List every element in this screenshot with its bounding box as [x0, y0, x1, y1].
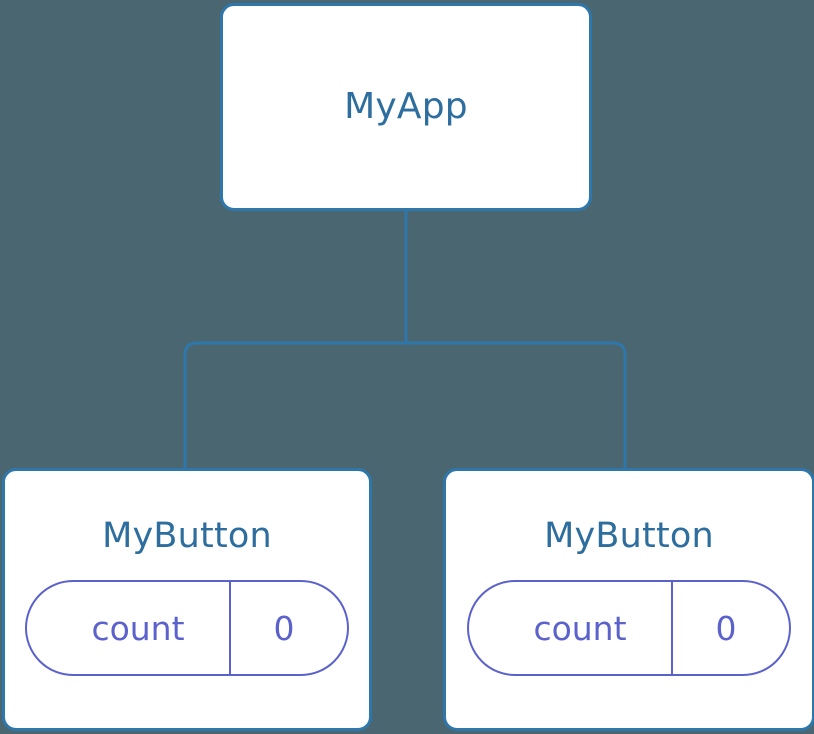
state-value-label: 0 — [715, 608, 737, 648]
state-key-label: count — [91, 608, 185, 648]
connector-branch-left — [183, 341, 406, 470]
node-title: MyApp — [344, 86, 468, 127]
state-pill-divider — [671, 582, 673, 674]
state-pill[interactable]: count 0 — [467, 580, 791, 676]
node-title: MyButton — [544, 516, 714, 556]
node-mybutton-right[interactable]: MyButton count 0 — [443, 468, 814, 731]
state-value-label: 0 — [273, 608, 295, 648]
node-mybutton-left[interactable]: MyButton count 0 — [2, 468, 372, 731]
state-key-label: count — [533, 608, 627, 648]
state-pill[interactable]: count 0 — [25, 580, 349, 676]
node-title: MyButton — [102, 516, 272, 556]
connector-branch-right — [406, 341, 627, 470]
node-myapp[interactable]: MyApp — [220, 3, 592, 211]
state-pill-divider — [229, 582, 231, 674]
